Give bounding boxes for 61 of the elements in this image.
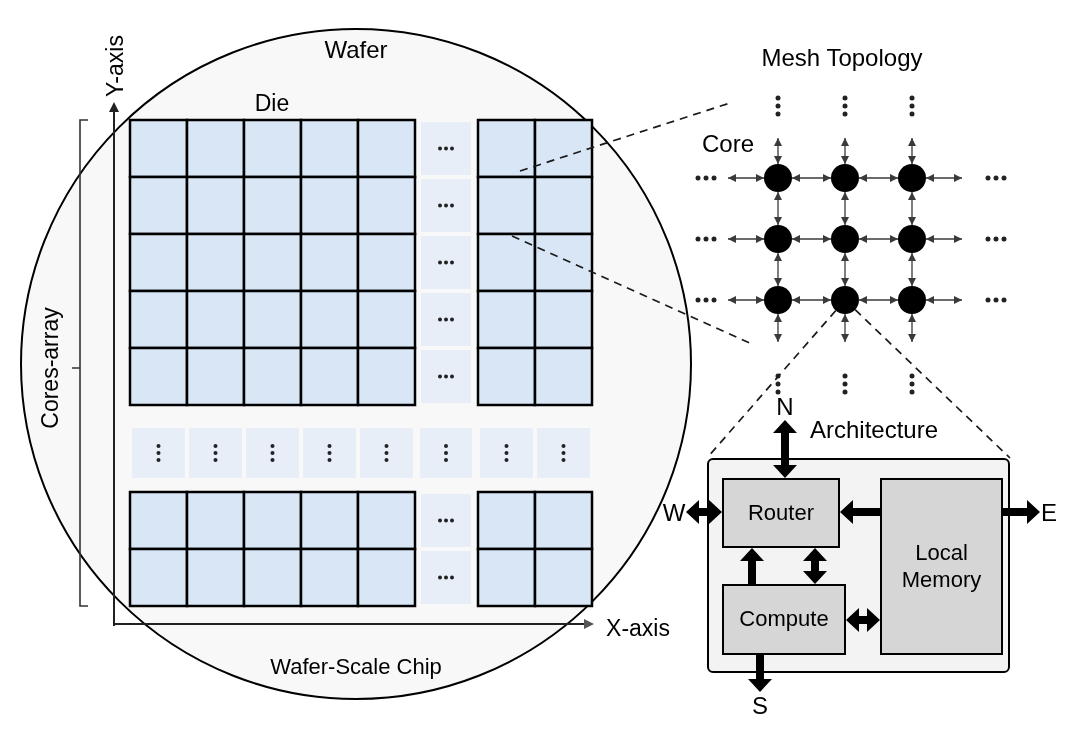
core-node (898, 225, 926, 253)
section-heading: Architecture (810, 418, 939, 442)
double-arrow (925, 174, 963, 182)
port-label: W (662, 499, 686, 526)
double-arrow (841, 191, 849, 226)
module-box (880, 478, 1003, 655)
wafer-label: Wafer (324, 38, 388, 62)
double-arrow (925, 235, 963, 243)
double-arrow (774, 252, 782, 287)
chip-caption: Wafer-Scale Chip (270, 656, 442, 678)
double-arrow (774, 137, 782, 165)
core-node (764, 225, 792, 253)
double-arrow (858, 235, 899, 243)
core-node (898, 286, 926, 314)
axis-label: Y-axis (103, 35, 127, 97)
double-arrow (841, 137, 849, 165)
double-arrow (841, 252, 849, 287)
axis-label: X-axis (606, 616, 670, 640)
arrow (1003, 500, 1040, 524)
core-node (764, 164, 792, 192)
section-title: Mesh Topology (761, 46, 923, 70)
double-arrow (727, 296, 765, 304)
port-label: E (1040, 499, 1058, 526)
port-label: N (776, 393, 794, 420)
module-label: Compute (739, 606, 829, 633)
double-arrow (908, 137, 916, 165)
double-arrow (908, 252, 916, 287)
double-arrow (858, 296, 899, 304)
double-arrow (858, 174, 899, 182)
double-arrow (908, 313, 916, 343)
double-arrow (791, 174, 832, 182)
double-arrow (727, 235, 765, 243)
double-arrow (841, 313, 849, 343)
double-arrow (846, 608, 880, 632)
core-node (831, 164, 859, 192)
module-label: Local Memory (900, 540, 983, 593)
bracket-label: Cores-array (38, 307, 62, 429)
core-node (898, 164, 926, 192)
double-arrow (686, 500, 722, 524)
dashed-line (854, 308, 1011, 459)
arrow (748, 655, 772, 692)
double-arrow (908, 191, 916, 226)
double-arrow (925, 296, 963, 304)
double-arrow (791, 296, 832, 304)
core-node (764, 286, 792, 314)
core-node (831, 225, 859, 253)
double-arrow (773, 420, 797, 478)
double-arrow (774, 313, 782, 343)
double-arrow (727, 174, 765, 182)
port-label: S (751, 692, 769, 719)
module-box (722, 584, 846, 655)
double-arrow (803, 548, 827, 584)
arrow (840, 500, 880, 524)
core-node (831, 286, 859, 314)
double-arrow (774, 191, 782, 226)
node-caption: Core (702, 132, 755, 156)
double-arrow (791, 235, 832, 243)
module-box (722, 478, 840, 548)
arrow (740, 548, 764, 584)
module-label: Router (747, 499, 814, 527)
die-label: Die (254, 91, 290, 115)
